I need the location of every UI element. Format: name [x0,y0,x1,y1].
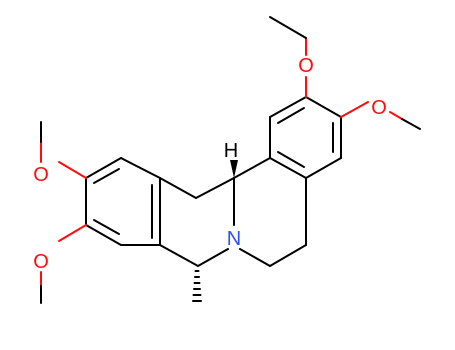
methoxy-left-upper [40,121,87,179]
bond-oxygen [389,111,403,120]
bond [85,157,122,179]
ring-b [159,177,235,267]
oxygen-label: O [371,97,387,119]
bond [269,244,307,267]
bond [197,248,229,267]
bond-methyl [269,16,307,39]
bond-oxygen [58,224,87,242]
bond [239,248,271,267]
ring-a [85,157,161,246]
bond-double [93,219,120,235]
methoxy-left-lower [40,224,87,304]
oxygen-label: O [298,55,314,77]
bond-double [277,151,305,168]
bond [233,157,271,179]
bond [269,157,307,179]
bond-oxygen [340,101,369,118]
bond [120,157,161,179]
ring-c [233,157,307,267]
bond [305,157,342,179]
ring-d [269,96,342,179]
oxygen-label: O [33,251,49,273]
methoxy-top [269,16,307,98]
oxygen-label: O [33,164,49,186]
bond-methyl [401,118,421,130]
hydrogen-label: H [224,140,238,162]
bond-double [93,168,120,184]
bond [269,96,307,118]
hashed-wedge-bond [192,270,202,302]
bond [85,224,122,246]
bond [159,177,197,199]
bond [159,244,199,267]
bond [305,96,342,118]
bond [195,177,235,199]
wedge-bond [230,160,238,178]
bond-double [277,107,305,124]
methoxy-right [340,101,421,130]
bond-oxygen [58,161,87,179]
nitrogen-label: N [227,228,241,250]
